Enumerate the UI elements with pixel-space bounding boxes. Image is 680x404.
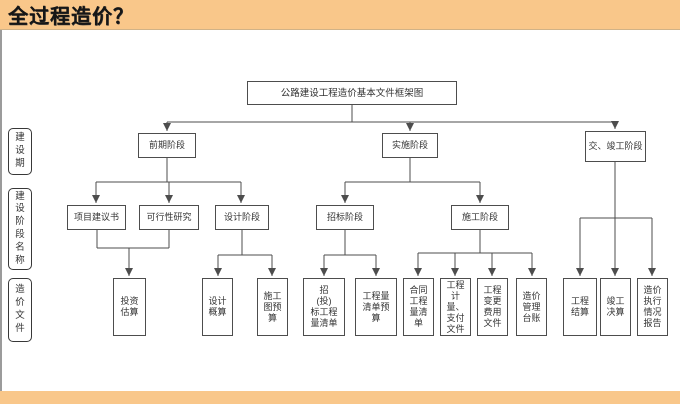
node-doc-investment-estimate: 投资 估算 <box>113 278 146 336</box>
node-substage-bidding: 招标阶段 <box>316 205 374 230</box>
node-doc-construction-drawing-budget: 施工 图预 算 <box>257 278 288 336</box>
node-stage-implementation: 实施阶段 <box>382 133 438 158</box>
node-doc-change-cost-files: 工程 变更 费用 文件 <box>477 278 508 336</box>
node-stage-early: 前期阶段 <box>138 133 196 158</box>
node-substage-construction: 施工阶段 <box>451 205 509 230</box>
node-doc-project-settlement: 工程 结算 <box>563 278 597 336</box>
node-doc-bid-quantity-list: 招 (投) 标工程 量清单 <box>303 278 345 336</box>
node-stage-handover-completion: 交、竣工阶段 <box>585 131 646 162</box>
node-doc-quantity-list-budget: 工程量 清单预 算 <box>355 278 397 336</box>
footer-bar <box>0 391 680 404</box>
node-substage-project-proposal: 项目建议书 <box>67 205 126 230</box>
header-bar: 全过程造价？ <box>0 0 680 30</box>
node-doc-measurement-payment-files: 工程 计 量、 支付 文件 <box>440 278 471 336</box>
side-label-construction-period: 建 设 期 <box>8 128 32 175</box>
page-title: 全过程造价？ <box>8 6 134 28</box>
side-label-cost-documents: 造 价 文 件 <box>8 278 32 342</box>
window-left-border <box>0 30 2 391</box>
node-doc-cost-management-ledger: 造价 管理 台账 <box>516 278 547 336</box>
node-root-framework: 公路建设工程造价基本文件框架图 <box>247 81 457 105</box>
node-doc-cost-execution-report: 造价 执行 情况 报告 <box>637 278 668 336</box>
node-doc-contract-quantity-list: 合同 工程 量清 单 <box>403 278 434 336</box>
node-substage-feasibility-study: 可行性研究 <box>139 205 199 230</box>
node-doc-design-estimate: 设计 概算 <box>202 278 233 336</box>
node-doc-completion-final-account: 竣工 决算 <box>600 278 631 336</box>
node-substage-design: 设计阶段 <box>215 205 269 230</box>
side-label-stage-names: 建 设 阶 段 名 称 <box>8 188 32 270</box>
